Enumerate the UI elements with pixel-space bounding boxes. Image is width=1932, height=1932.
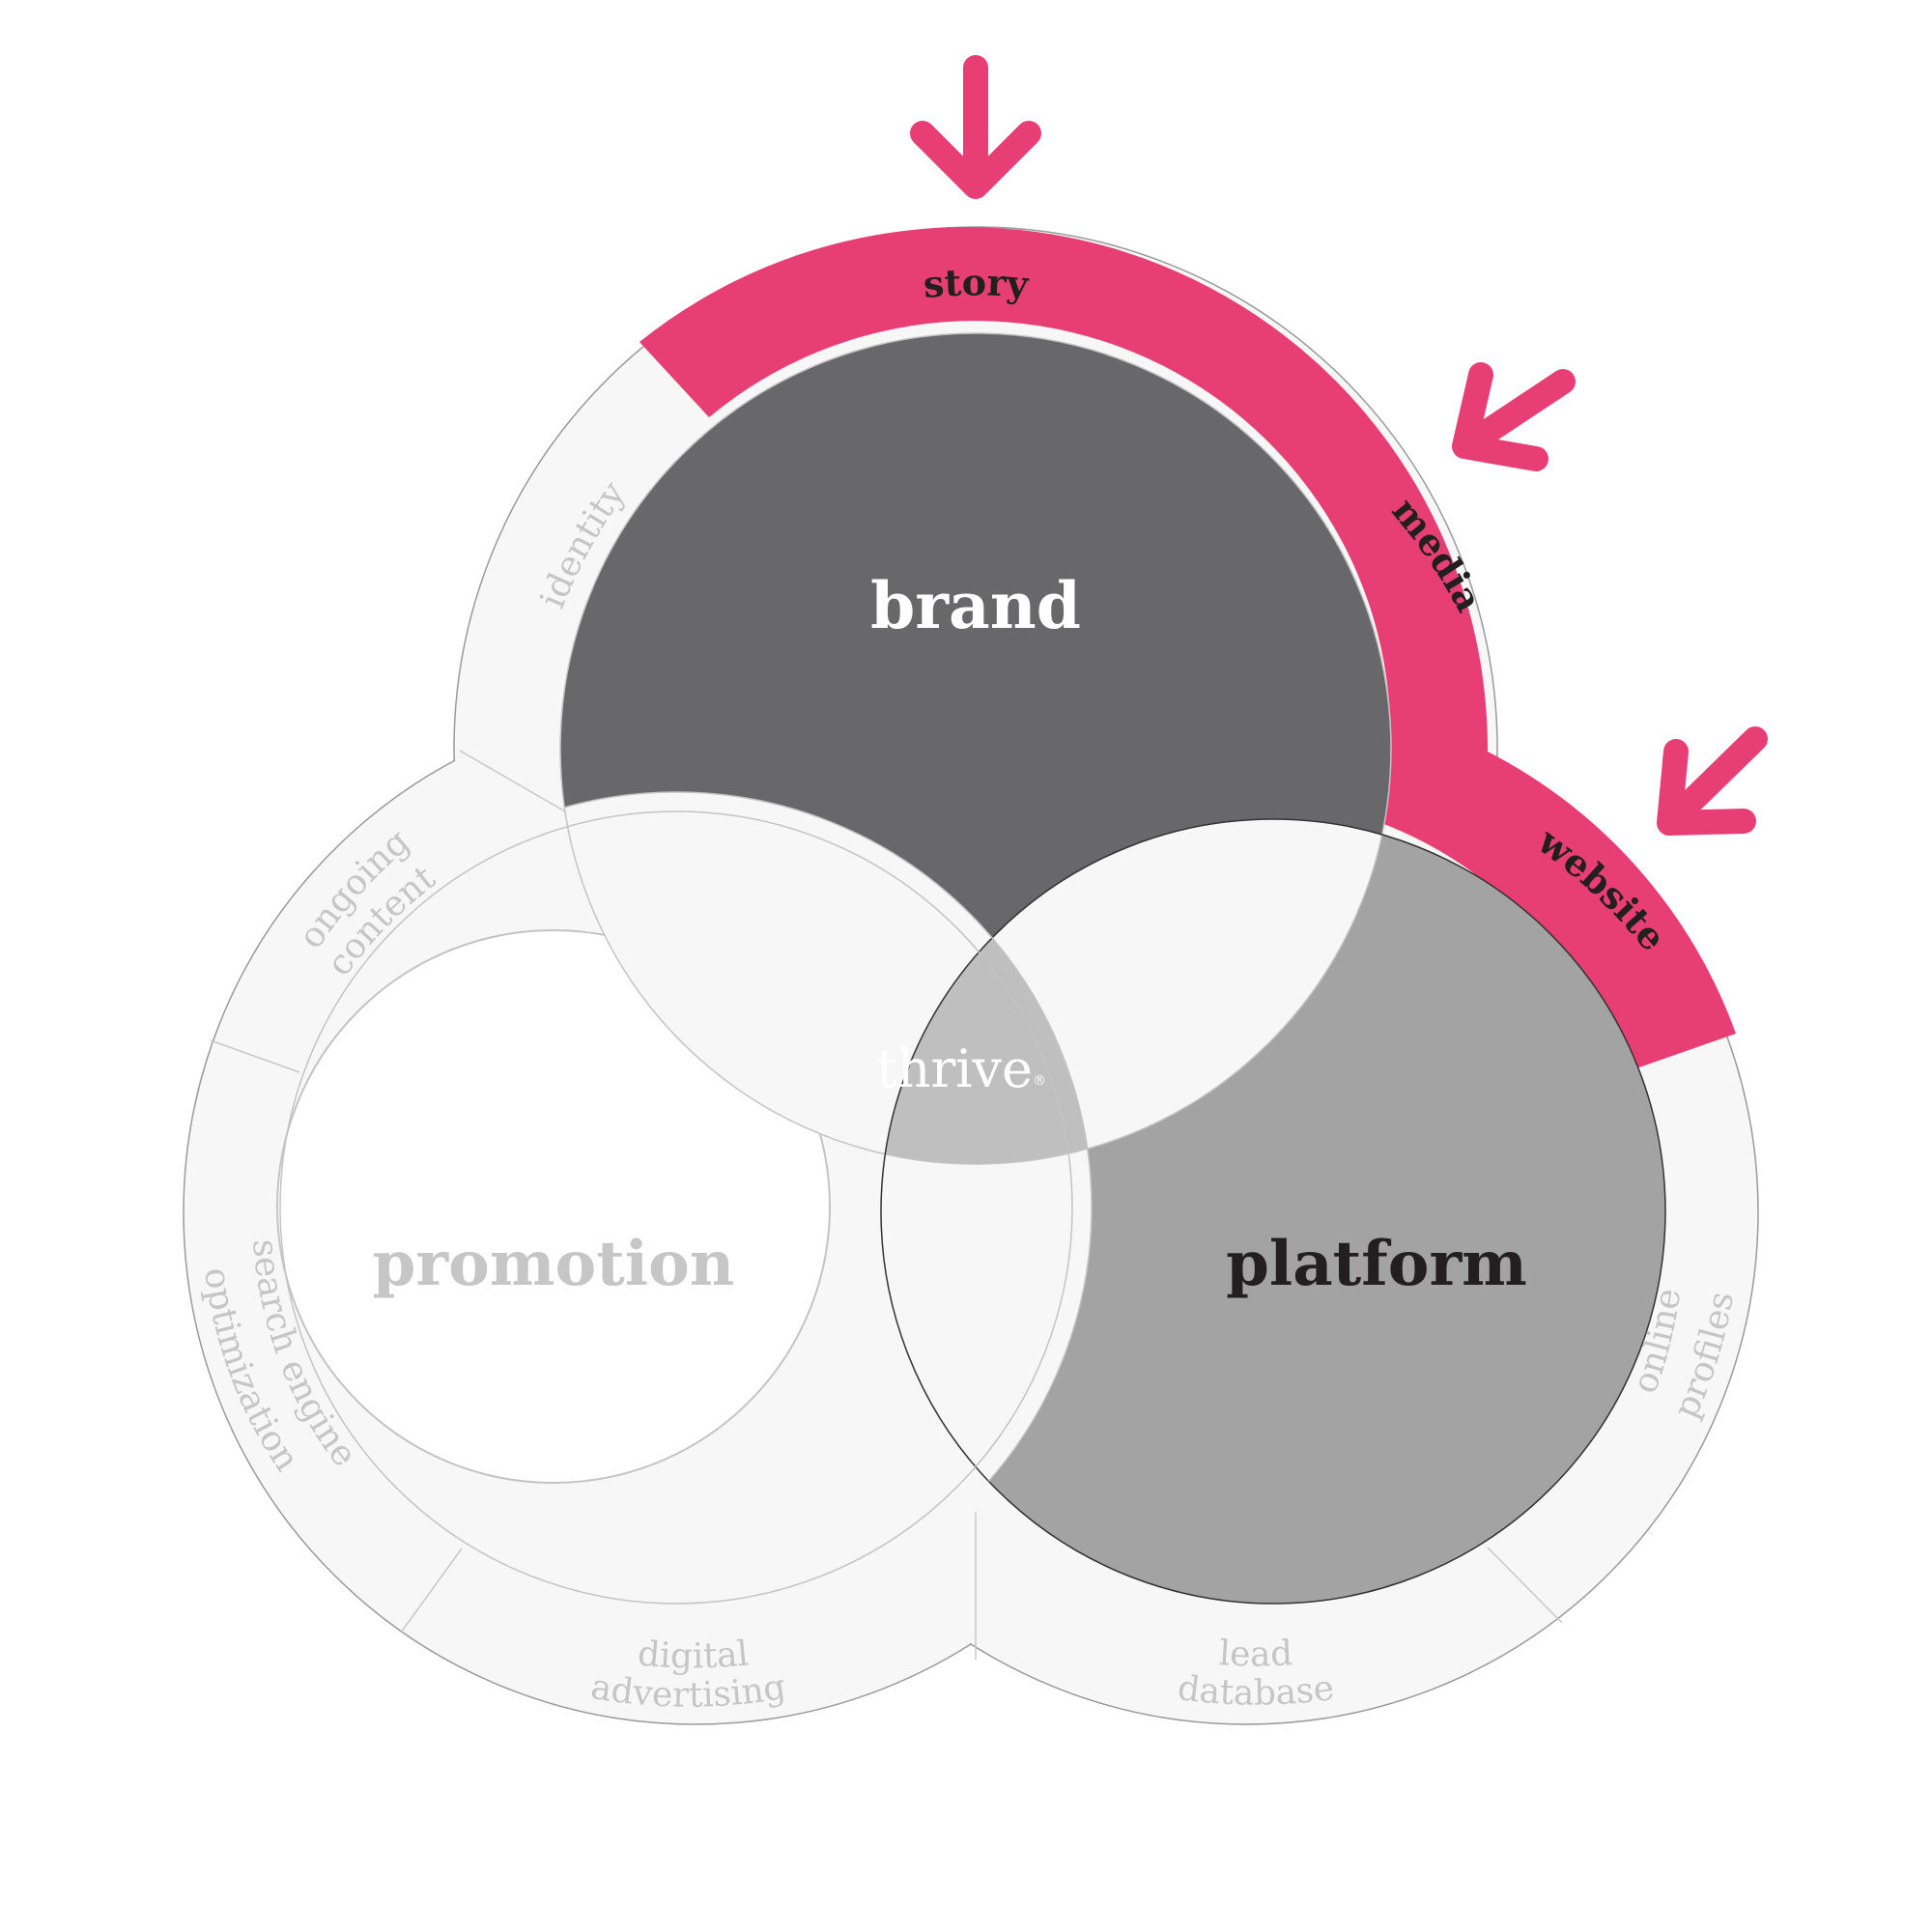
thrive-label: thrive® [876,1038,1046,1099]
brand-label: brand [870,568,1081,643]
database-label: database [1176,1668,1336,1714]
platform-label: platform [1226,1228,1527,1300]
digital-label: digital [637,1634,751,1676]
story-label: story [922,260,1031,306]
promotion-circle [276,929,831,1484]
venn [276,332,1666,1605]
registered-mark: ® [1033,1073,1046,1089]
lead-label: lead [1218,1634,1293,1674]
thrive-text: thrive [876,1038,1033,1099]
highlight-band [639,227,1736,1075]
promotion-outline [279,810,1073,1605]
brand-promotion-overlap [560,792,1092,1164]
arrow-down-left-icon [1657,726,1768,836]
arrow-down-left-icon [1452,362,1576,471]
ring-dividers [210,750,1563,1660]
arrow-down-icon [910,55,1041,199]
promotion-label: promotion [373,1228,735,1300]
brand-platform-overlap [881,819,1391,1164]
